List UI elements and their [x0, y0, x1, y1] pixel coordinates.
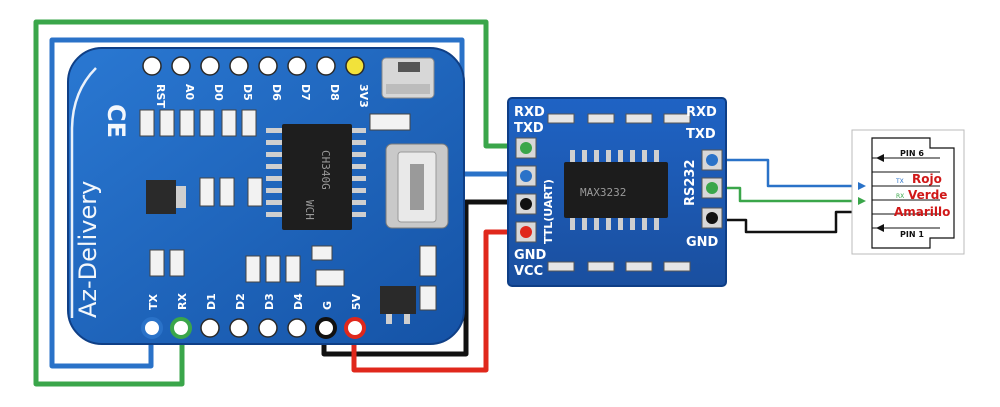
bottom-pin-label-d3: D3	[263, 293, 276, 310]
top-pin-hole-d6	[258, 56, 278, 76]
label-txd-right: TXD	[686, 127, 716, 142]
micro-usb-port	[385, 143, 449, 229]
label-vcc-left: VCC	[514, 264, 543, 279]
bottom-pin-label-rx: RX	[176, 293, 189, 310]
rs232-module: MAX3232 RXD TXD GND VCC RXD TXD GND	[507, 97, 727, 287]
bottom-pin-label-d1: D1	[205, 293, 218, 310]
bottom-pin-hole-rx	[170, 317, 192, 339]
bottom-pin-hole-d2	[229, 318, 249, 338]
connector-diagram: PIN 6 PIN 1 Rojo Verde Amarillo TX RX	[851, 129, 965, 255]
usb-serial-chip: CH340G WCH	[266, 124, 366, 230]
bottom-pin-hole-tx	[141, 317, 163, 339]
pin-1-label: PIN 1	[900, 230, 924, 239]
bottom-pin-hole-d4	[287, 318, 307, 338]
top-pin-hole-rst	[142, 56, 162, 76]
wire-black-gnd	[321, 199, 525, 357]
wire-blue-rs232-out	[710, 158, 860, 188]
bottom-pin-label-g: G	[321, 301, 334, 310]
svg-text:WCH: WCH	[303, 200, 316, 220]
bottom-pin-holes	[141, 317, 366, 339]
wire-red-5v-vcc	[351, 229, 525, 373]
top-pin-holes	[142, 56, 365, 76]
label-gnd-left: GND	[514, 248, 547, 263]
bottom-pin-hole-d3	[258, 318, 278, 338]
brand-label: Az-Delivery	[74, 181, 102, 318]
rs232-left-header	[515, 137, 537, 243]
label-txd-left: TXD	[514, 121, 544, 136]
pin-6-label: PIN 6	[900, 149, 924, 158]
bottom-pin-label-d4: D4	[292, 293, 305, 310]
wire-label-rojo: Rojo	[912, 172, 942, 186]
rx-small-label: RX	[896, 193, 904, 200]
label-ttl-uart: TTL(UART)	[542, 179, 555, 244]
top-pin-label-rst: RST	[154, 84, 167, 108]
wire-green-rx-txd	[33, 19, 525, 387]
top-pin-label-3v3: 3V3	[357, 84, 370, 108]
svg-text:CH340G: CH340G	[319, 150, 332, 190]
label-rxd-right: RXD	[686, 105, 717, 120]
top-pin-labels: RST A0 D0 D5 D6 D7 D8 3V3	[154, 84, 370, 108]
svg-text:CE: CE	[102, 104, 130, 138]
top-pin-hole-3v3	[345, 56, 365, 76]
top-pin-label-a0: A0	[183, 84, 196, 101]
top-pin-hole-d5	[229, 56, 249, 76]
top-pin-label-d5: D5	[241, 84, 254, 101]
label-rxd-left: RXD	[514, 105, 545, 120]
wire-green-rs232-out	[710, 186, 860, 203]
tx-small-label: TX	[895, 178, 904, 185]
top-pin-label-d0: D0	[212, 84, 225, 101]
top-pin-hole-d8	[316, 56, 336, 76]
smd-components	[139, 109, 437, 311]
rs232-right-header	[701, 149, 723, 229]
bottom-pin-label-d2: D2	[234, 293, 247, 310]
svg-text:MAX3232: MAX3232	[580, 186, 626, 199]
reset-button	[381, 57, 435, 99]
top-pin-label-d6: D6	[270, 84, 283, 101]
bottom-pin-labels: TX RX D1 D2 D3 D4 G 5V	[147, 293, 363, 310]
ce-logo: CE	[102, 104, 130, 138]
wire-label-amarillo: Amarillo	[894, 205, 950, 219]
bottom-pin-hole-g	[315, 317, 337, 339]
top-pin-hole-a0	[171, 56, 191, 76]
bottom-pin-label-5v: 5V	[350, 293, 363, 310]
top-pin-label-d7: D7	[299, 84, 312, 101]
bottom-pin-label-tx: TX	[147, 293, 160, 310]
label-gnd-right: GND	[686, 235, 719, 250]
bottom-pin-hole-d1	[200, 318, 220, 338]
label-rs232: RS232	[683, 159, 698, 206]
regulator-component	[146, 180, 416, 324]
wire-label-verde: Verde	[908, 188, 947, 202]
wemos-board: CE Az-Delivery RST A0 D0 D5 D6 D7 D8 3V3 TX RX D1…	[67, 47, 465, 345]
top-pin-hole-d7	[287, 56, 307, 76]
rs232-chip	[564, 162, 668, 218]
wire-black-rs232-out	[710, 210, 862, 234]
top-pin-hole-d0	[200, 56, 220, 76]
bottom-pin-hole-5v	[344, 317, 366, 339]
top-pin-label-d8: D8	[328, 84, 341, 101]
